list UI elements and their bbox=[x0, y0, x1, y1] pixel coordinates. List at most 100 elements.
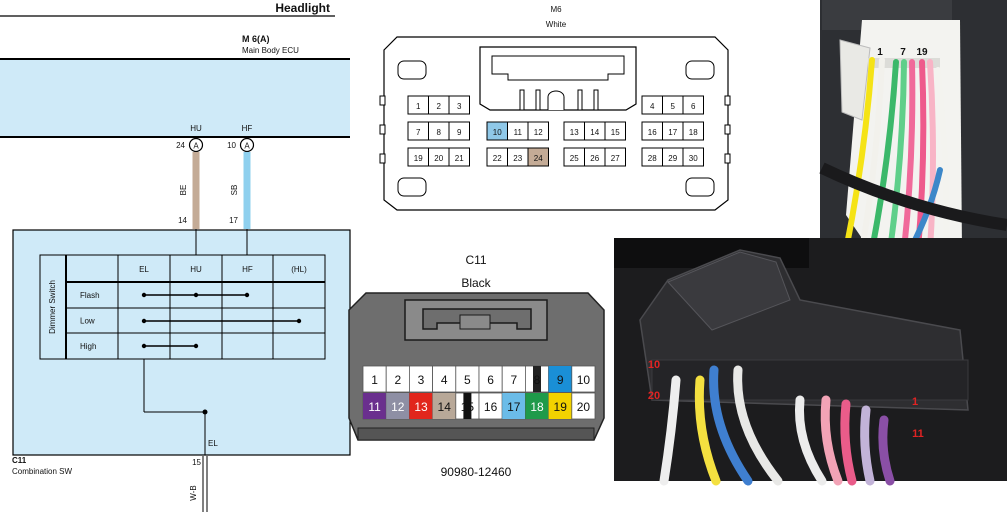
m6-edge-nub bbox=[379, 95, 386, 106]
photo-top-label-1: 1 bbox=[877, 47, 883, 58]
m6-edge-nub bbox=[724, 153, 731, 164]
m6-pin-15-label: 15 bbox=[611, 128, 620, 137]
m6-pin-19-label: 19 bbox=[414, 154, 423, 163]
table-col-header-2: HU bbox=[190, 265, 202, 274]
switch-el-terminal-label: EL bbox=[208, 439, 218, 448]
m6-pin-5-label: 5 bbox=[671, 102, 676, 111]
c11-pin-8-stripe bbox=[533, 366, 541, 392]
m6-rib bbox=[535, 89, 541, 111]
c11-pin-12-color bbox=[386, 393, 410, 419]
m6-pin-23-label: 23 bbox=[513, 154, 522, 163]
m6-rib bbox=[519, 89, 525, 111]
m6-pin-1-label: 1 bbox=[416, 102, 421, 111]
dimmer-switch-label: Dimmer Switch bbox=[48, 280, 57, 334]
c11-pin-4-label: 4 bbox=[441, 373, 448, 387]
m6-pin-18 bbox=[682, 121, 704, 141]
m6-pin-7-label: 7 bbox=[416, 128, 421, 137]
photo-top-wire bbox=[887, 59, 907, 253]
switch-connector-label: C11 bbox=[12, 456, 27, 465]
c11-pin-8-label: 8 bbox=[534, 373, 541, 387]
ground-pin-number: 15 bbox=[192, 458, 201, 467]
ecu-connector-label: M 6(A) bbox=[242, 34, 270, 44]
c11-part-number: 90980-12460 bbox=[441, 465, 512, 479]
c11-bottom-lip bbox=[357, 427, 595, 441]
photo-top-connector-tab bbox=[839, 39, 871, 121]
m6-key-slot bbox=[491, 55, 625, 81]
c11-pin-19-label: 19 bbox=[554, 400, 568, 414]
c11-pin-7-label: 7 bbox=[510, 373, 517, 387]
photo-top-wire bbox=[901, 59, 916, 253]
flash-row-contact bbox=[141, 292, 147, 298]
m6-edge-nub bbox=[379, 153, 386, 164]
m6-pin-30 bbox=[682, 147, 704, 167]
photo-bottom-wire bbox=[820, 395, 843, 486]
photo-bottom-label-11: 11 bbox=[912, 428, 924, 440]
c11-pin-19-color bbox=[548, 393, 572, 419]
m6-pin-22-label: 22 bbox=[493, 154, 502, 163]
terminal-connector-letter: A bbox=[244, 142, 250, 151]
m6-pin-27 bbox=[604, 147, 626, 167]
table-col-header-4: (HL) bbox=[291, 265, 307, 274]
photo-bottom-wire bbox=[733, 365, 783, 486]
photo-bottom-wire bbox=[709, 365, 753, 486]
table-row-label-low: Low bbox=[80, 317, 95, 326]
c11-pin-9-label: 9 bbox=[557, 373, 564, 387]
c11-latch-tab bbox=[459, 314, 491, 330]
photo-bottom-wire bbox=[659, 375, 681, 486]
m6-edge-nub bbox=[379, 124, 386, 135]
ecu-pin-number: 24 bbox=[176, 141, 185, 150]
m6-pin-26-label: 26 bbox=[590, 154, 599, 163]
m6-pin-2-label: 2 bbox=[437, 102, 442, 111]
m6-pin-24-label: 24 bbox=[534, 154, 543, 163]
photo-bottom-wire bbox=[860, 405, 875, 486]
photo-top-cable bbox=[819, 162, 1007, 231]
terminal-connector-letter: A bbox=[193, 142, 199, 151]
m6-latch bbox=[397, 60, 427, 80]
c11-pin-20-label: 20 bbox=[577, 400, 591, 414]
m6-edge-nub bbox=[724, 124, 731, 135]
m6-pin-13-label: 13 bbox=[570, 128, 579, 137]
c11-pin-11-color bbox=[363, 393, 387, 419]
c11-pin-18-label: 18 bbox=[530, 400, 544, 414]
m6-housing-outline bbox=[383, 36, 729, 211]
m6-color: White bbox=[546, 20, 567, 29]
photo-top-wire bbox=[843, 57, 875, 253]
photo-top-wire bbox=[859, 57, 885, 253]
photo-top-wire bbox=[935, 67, 950, 253]
c11-pin-20 bbox=[571, 392, 596, 420]
m6-rib bbox=[593, 89, 599, 111]
c11-pin-3-label: 3 bbox=[418, 373, 425, 387]
m6-pin-14-label: 14 bbox=[590, 128, 599, 137]
m6-name: M6 bbox=[550, 5, 562, 14]
m6-pin-25-label: 25 bbox=[570, 154, 579, 163]
flash-row-contact bbox=[244, 292, 250, 298]
m6-rib bbox=[577, 89, 583, 111]
terminal-circle bbox=[188, 137, 204, 153]
photo-bottom-label-1: 1 bbox=[912, 396, 918, 408]
m6-pin-17-label: 17 bbox=[668, 128, 677, 137]
wire-sb bbox=[243, 152, 251, 229]
photo-bottom-wire bbox=[840, 399, 857, 486]
m6-edge-nub bbox=[724, 95, 731, 106]
m6-pin-4-label: 4 bbox=[650, 102, 655, 111]
photo-bottom-latch bbox=[667, 251, 791, 331]
m6-latch bbox=[685, 60, 715, 80]
photo-top-label-7: 7 bbox=[900, 47, 906, 58]
diagram-title: Headlight bbox=[275, 1, 330, 15]
m6-pin-18-label: 18 bbox=[689, 128, 698, 137]
c11-pin-1-label: 1 bbox=[371, 373, 378, 387]
m6-pin-10-label: 10 bbox=[493, 128, 502, 137]
table-col-header-3: HF bbox=[242, 265, 253, 274]
m6-pin-21 bbox=[448, 147, 470, 167]
c11-color: Black bbox=[461, 276, 491, 290]
switch-pin-number: 17 bbox=[229, 216, 238, 225]
m6-pin-27-label: 27 bbox=[611, 154, 620, 163]
c11-pin-2-label: 2 bbox=[394, 373, 401, 387]
m6-pin-9 bbox=[448, 121, 470, 141]
table-row-label-high: High bbox=[80, 342, 96, 351]
